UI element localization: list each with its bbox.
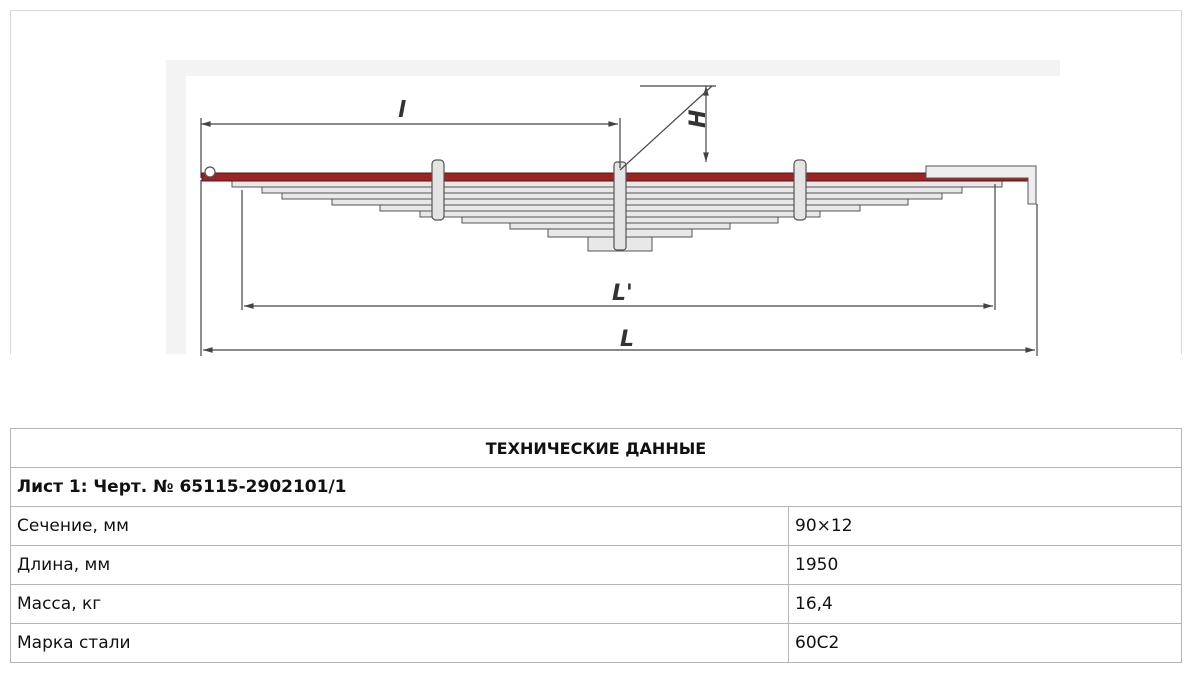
sheet-row: Лист 1: Черт. № 65115-2902101/1 (10, 467, 1182, 507)
dimension-label-h: H (686, 110, 711, 128)
dimension-lines (200, 85, 1038, 356)
table-row: Марка стали 60С2 (10, 623, 1182, 663)
spring-clamps (431, 159, 807, 251)
leaf-3 (261, 186, 963, 194)
table-row: Длина, мм 1950 (10, 545, 1182, 585)
dimension-label-l: l (398, 98, 406, 123)
table-row: Сечение, мм 90×12 (10, 506, 1182, 546)
row-label-length: Длина, мм (10, 545, 789, 585)
table-title: ТЕХНИЧЕСКИЕ ДАННЫЕ (10, 428, 1182, 468)
dimension-label-l-prime: L' (612, 281, 633, 306)
table-header-row: ТЕХНИЧЕСКИЕ ДАННЫЕ (10, 428, 1182, 468)
table-row: Масса, кг 16,4 (10, 584, 1182, 624)
row-value-section: 90×12 (788, 506, 1182, 546)
technical-data-table: ТЕХНИЧЕСКИЕ ДАННЫЕ Лист 1: Черт. № 65115… (10, 428, 1182, 663)
row-label-mass: Масса, кг (10, 584, 789, 624)
row-label-steel-grade: Марка стали (10, 623, 789, 663)
row-value-length: 1950 (788, 545, 1182, 585)
row-label-section: Сечение, мм (10, 506, 789, 546)
row-value-mass: 16,4 (788, 584, 1182, 624)
dimension-label-l-full: L (620, 327, 634, 352)
leaf-4 (281, 192, 943, 200)
sheet-drawing-number: Лист 1: Черт. № 65115-2902101/1 (10, 467, 1182, 507)
leaf-spring-drawing: l H L' L (200, 85, 1038, 356)
row-value-steel-grade: 60С2 (788, 623, 1182, 663)
